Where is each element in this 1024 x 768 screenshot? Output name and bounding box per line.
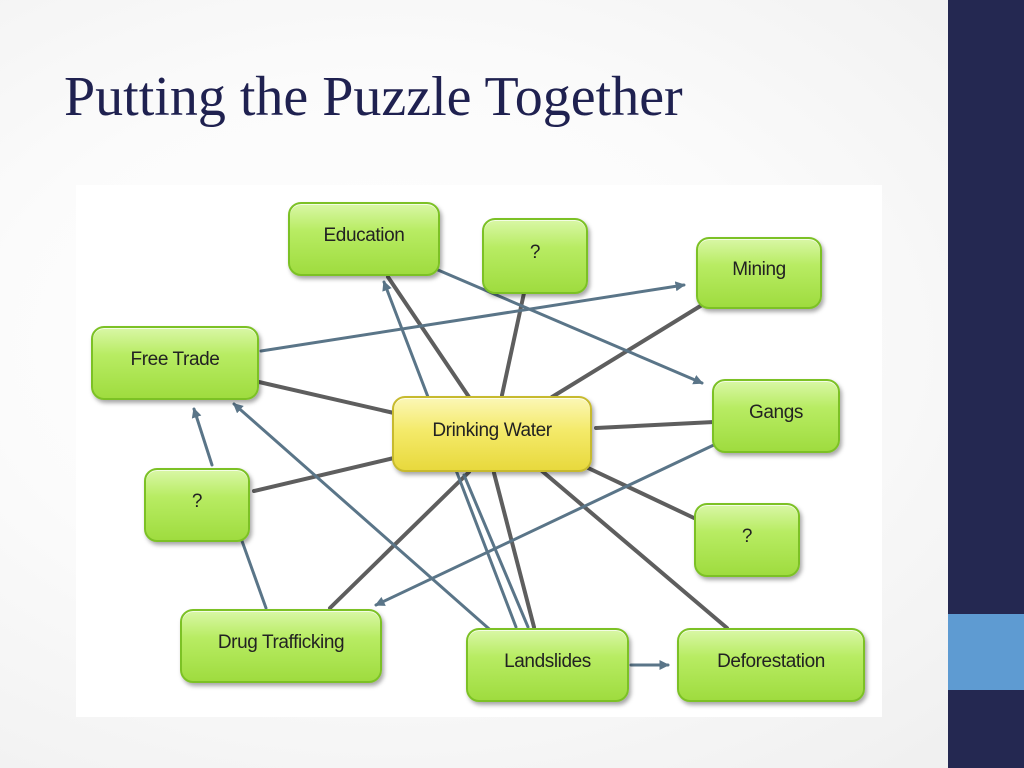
- node-label: Free Trade: [130, 349, 220, 370]
- slide-title: Putting the Puzzle Together: [64, 66, 683, 128]
- node-drinking-water[interactable]: Drinking Water: [392, 396, 592, 472]
- link-drug-center: [328, 470, 471, 610]
- node-landslides[interactable]: Landslides: [466, 628, 629, 702]
- node-label: Deforestation: [717, 651, 825, 672]
- link-center-landslides-thin: [462, 473, 530, 629]
- arrow-questionleft-freetrade: [191, 407, 214, 467]
- node-label: Mining: [732, 259, 786, 280]
- node-question-left[interactable]: ?: [144, 468, 250, 542]
- concept-map: Education ? Mining Free Trade Gangs Drin…: [76, 185, 882, 717]
- node-label: Education: [323, 225, 405, 246]
- node-label: Gangs: [749, 402, 803, 423]
- node-drug-trafficking[interactable]: Drug Trafficking: [180, 609, 382, 683]
- arrow-education-gangs: [436, 268, 704, 385]
- node-education[interactable]: Education: [288, 202, 440, 276]
- node-mining[interactable]: Mining: [696, 237, 822, 309]
- link-deforestation-center: [540, 469, 729, 630]
- node-label: ?: [741, 526, 753, 547]
- node-label: Drug Trafficking: [217, 632, 345, 653]
- link-question-right-center: [584, 465, 696, 520]
- node-label: Drinking Water: [432, 420, 552, 441]
- link-freetrade-center: [257, 380, 396, 415]
- node-label: ?: [529, 242, 541, 263]
- link-landslides-center: [492, 471, 536, 629]
- link-education-center: [386, 275, 471, 399]
- link-question-left-center: [252, 456, 396, 493]
- link-question-top-center: [500, 291, 526, 397]
- node-free-trade[interactable]: Free Trade: [91, 326, 259, 400]
- node-label: Landslides: [504, 651, 591, 672]
- node-deforestation[interactable]: Deforestation: [677, 628, 865, 702]
- link-gangs-center: [594, 420, 716, 430]
- arrow-freetrade-mining: [259, 281, 686, 353]
- node-gangs[interactable]: Gangs: [712, 379, 840, 453]
- node-question-top[interactable]: ?: [482, 218, 588, 294]
- link-drug-questionleft: [240, 539, 268, 610]
- node-label: ?: [191, 491, 203, 512]
- sidebar-accent: [948, 614, 1024, 690]
- arrow-gangs-drug: [374, 441, 720, 607]
- node-question-right[interactable]: ?: [694, 503, 800, 577]
- arrow-landslides-freetrade: [232, 402, 498, 637]
